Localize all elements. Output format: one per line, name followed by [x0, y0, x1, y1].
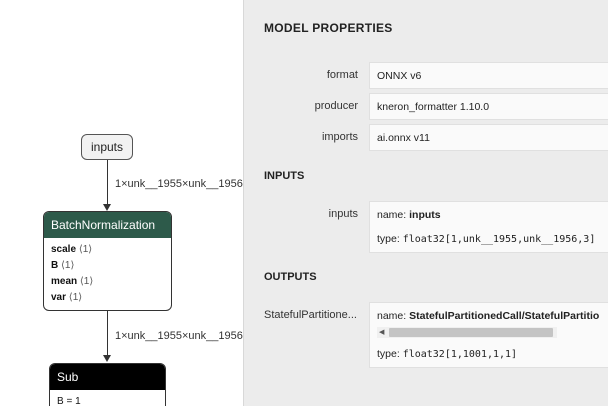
format-label: format: [326, 69, 358, 81]
producer-label: producer: [314, 100, 358, 112]
arrowhead: [103, 355, 111, 362]
node-sub[interactable]: Sub B = 1: [49, 363, 166, 406]
node-attributes: B = 1: [50, 390, 165, 406]
format-value: ONNX v6: [369, 62, 608, 89]
model-properties-panel: MODEL PROPERTIES format ONNX v6 producer…: [243, 0, 608, 406]
attr-scale: scale ⟨1⟩: [51, 244, 93, 255]
input-label: inputs: [328, 208, 358, 220]
edge-batchnorm-to-sub: [107, 311, 108, 356]
imports-label: imports: [321, 131, 358, 143]
node-title: BatchNormalization: [44, 212, 171, 238]
input-name-row: name: inputs: [377, 209, 441, 221]
scroll-left-arrow-icon[interactable]: ◀: [379, 329, 385, 336]
edge-shape-label: 1×unk__1955×unk__1956: [115, 330, 243, 342]
output-label: StatefulPartitione...: [264, 309, 357, 321]
imports-value: ai.onnx v11: [369, 124, 608, 151]
node-title: Sub: [50, 364, 165, 390]
node-batchnormalization[interactable]: BatchNormalization scale ⟨1⟩ B ⟨1⟩ mean …: [43, 211, 172, 311]
attr-b: B ⟨1⟩: [51, 260, 75, 271]
input-argument[interactable]: name: inputs type: float32[1,unk__1955,u…: [369, 201, 608, 253]
horizontal-scrollbar[interactable]: ◀: [377, 325, 608, 339]
producer-value: kneron_formatter 1.10.0: [369, 93, 608, 120]
input-type-row: type: float32[1,unk__1955,unk__1956,3]: [377, 233, 596, 245]
panel-title: MODEL PROPERTIES: [264, 21, 393, 35]
scrollbar-thumb[interactable]: [389, 328, 553, 337]
attr-var: var ⟨1⟩: [51, 292, 83, 303]
input-node-inputs[interactable]: inputs: [81, 134, 133, 160]
node-attributes: scale ⟨1⟩ B ⟨1⟩ mean ⟨1⟩ var ⟨1⟩: [44, 238, 171, 310]
output-argument[interactable]: name: StatefulPartitionedCall/StatefulPa…: [369, 302, 608, 368]
edge-shape-label: 1×unk__1955×unk__1956: [115, 178, 243, 190]
output-name-row: name: StatefulPartitionedCall/StatefulPa…: [377, 310, 600, 322]
edge-inputs-to-batchnorm: [107, 160, 108, 205]
arrowhead: [103, 204, 111, 211]
attr-mean: mean ⟨1⟩: [51, 276, 94, 287]
outputs-section-heading: OUTPUTS: [264, 271, 317, 283]
attr-b: B = 1: [57, 396, 81, 406]
output-type-row: type: float32[1,1001,1,1]: [377, 348, 518, 360]
inputs-section-heading: INPUTS: [264, 170, 305, 182]
